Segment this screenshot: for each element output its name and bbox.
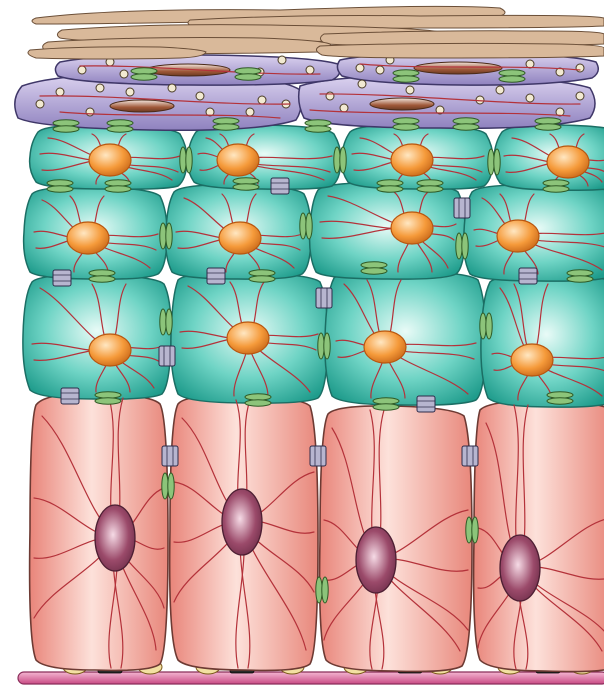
desmosome <box>488 149 500 175</box>
desmosome <box>233 178 259 190</box>
desmosome <box>105 180 131 192</box>
keratohyalin-granule <box>356 64 364 72</box>
gap-junction <box>454 198 470 218</box>
spinous-nucleus-icon <box>219 222 261 254</box>
gap-junction <box>162 446 178 466</box>
desmosome <box>466 517 478 543</box>
desmosome <box>417 180 443 192</box>
desmosome <box>373 398 399 410</box>
spinous-nucleus-icon <box>497 220 539 252</box>
gap-junction <box>271 178 289 194</box>
desmosome <box>480 313 492 339</box>
keratohyalin-granule <box>120 70 128 78</box>
gap-junction <box>462 446 478 466</box>
desmosome <box>160 309 172 335</box>
desmosome <box>547 392 573 404</box>
keratohyalin-granule <box>126 88 134 96</box>
keratohyalin-granule <box>326 92 334 100</box>
spinous-nucleus-icon <box>511 344 553 376</box>
desmosome <box>543 180 569 192</box>
keratohyalin-granule <box>246 108 254 116</box>
spinous-nucleus-icon <box>217 144 259 176</box>
desmosome <box>393 118 419 130</box>
desmosome <box>131 68 157 80</box>
keratohyalin-granule <box>278 56 286 64</box>
keratohyalin-granule <box>576 64 584 72</box>
keratohyalin-granule <box>340 104 348 112</box>
spinous-nucleus-icon <box>89 334 131 366</box>
keratohyalin-granule <box>376 66 384 74</box>
gap-junction <box>519 268 537 284</box>
desmosome <box>160 223 172 249</box>
spinous-nucleus-icon <box>391 144 433 176</box>
spinous-nucleus-icon <box>67 222 109 254</box>
gap-junction <box>53 270 71 286</box>
gap-junction <box>310 446 326 466</box>
desmosome <box>180 147 192 173</box>
desmosome <box>162 473 174 499</box>
basal-nucleus-icon <box>95 505 135 571</box>
desmosome <box>249 270 275 282</box>
spinous-nucleus-icon <box>547 146 589 178</box>
desmosome <box>318 333 330 359</box>
desmosome <box>47 180 73 192</box>
basal-nucleus-icon <box>222 489 262 555</box>
keratohyalin-granule <box>196 92 204 100</box>
desmosome <box>245 394 271 406</box>
spinous-nucleus-icon <box>227 322 269 354</box>
keratohyalin-granule <box>56 88 64 96</box>
keratohyalin-granule <box>526 60 534 68</box>
keratohyalin-granule <box>168 84 176 92</box>
desmosome <box>535 118 561 130</box>
desmosome <box>235 68 261 80</box>
desmosome <box>53 120 79 132</box>
keratohyalin-granule <box>96 84 104 92</box>
desmosome <box>453 118 479 130</box>
desmosome <box>95 392 121 404</box>
stratum-corneum-icon <box>28 6 604 59</box>
spinous-nucleus-icon <box>364 331 406 363</box>
desmosome <box>456 233 468 259</box>
gap-junction <box>207 268 225 284</box>
keratohyalin-granule <box>358 80 366 88</box>
desmosome <box>316 577 328 603</box>
keratohyalin-granule <box>36 100 44 108</box>
desmosome <box>107 120 133 132</box>
gap-junction <box>316 288 332 308</box>
spinous-nucleus-icon <box>391 212 433 244</box>
keratohyalin-granule <box>406 86 414 94</box>
desmosome <box>334 147 346 173</box>
desmosome <box>361 262 387 274</box>
desmosome <box>213 118 239 130</box>
keratohyalin-granule <box>306 66 314 74</box>
desmosome <box>567 270 593 282</box>
desmosome <box>305 120 331 132</box>
keratohyalin-granule <box>258 96 266 104</box>
desmosome <box>89 270 115 282</box>
spinous-nucleus-icon <box>89 144 131 176</box>
desmosome <box>499 70 525 82</box>
gap-junction <box>159 346 175 366</box>
keratohyalin-granule <box>496 86 504 94</box>
desmosome <box>393 70 419 82</box>
keratohyalin-granule <box>576 92 584 100</box>
keratohyalin-granule <box>526 94 534 102</box>
desmosome <box>377 180 403 192</box>
basement-membrane-icon <box>18 672 604 684</box>
keratohyalin-granule <box>78 66 86 74</box>
keratohyalin-granule <box>86 108 94 116</box>
gap-junction <box>417 396 435 412</box>
basal-nucleus-icon <box>356 527 396 593</box>
basal-nucleus-icon <box>500 535 540 601</box>
desmosome <box>300 213 312 239</box>
gap-junction <box>61 388 79 404</box>
